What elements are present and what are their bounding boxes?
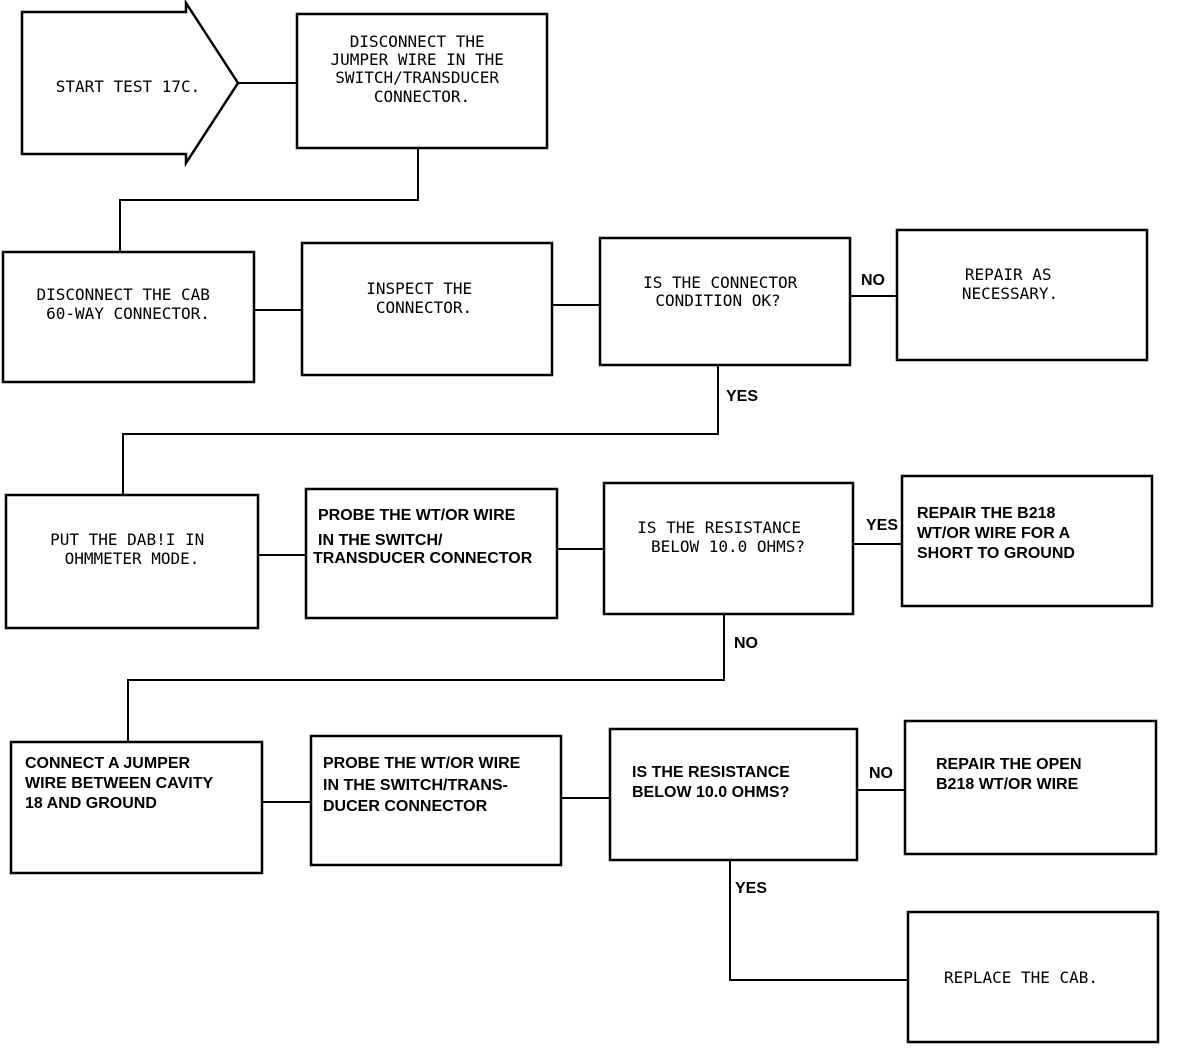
box-disconnect-cab-label: DISCONNECT THE CAB 60-WAY CONNECTOR.	[36, 285, 219, 323]
box-repair-necessary-line-2: NECESSARY.	[962, 284, 1058, 303]
box-replace-cab: REPLACE THE CAB.	[906, 910, 1160, 1044]
box-repair-open-label: REPAIR THE OPEN B218 WT/OR WIRE	[936, 756, 1086, 793]
box-connect-jumper-line-3: 18 AND GROUND	[25, 795, 157, 812]
decision-connector-ok-line-1: IS THE CONNECTOR	[643, 273, 797, 292]
decision-resistance-2: IS THE RESISTANCE BELOW 10.0 OHMS?	[608, 727, 859, 862]
start-label: START TEST 17C.	[56, 77, 201, 96]
decision-resistance-1: IS THE RESISTANCE BELOW 10.0 OHMS?	[602, 481, 855, 616]
box-repair-necessary: REPAIR AS NECESSARY.	[895, 228, 1149, 362]
edge-label-res2-no: NO	[869, 765, 893, 782]
box-disconnect-jumper-label: DISCONNECT THE JUMPER WIRE IN THE SWITCH…	[330, 32, 513, 106]
box-repair-necessary-line-1: REPAIR AS	[965, 265, 1052, 284]
box-replace-cab-rect	[906, 910, 1160, 1044]
box-disconnect-jumper-line-1: DISCONNECT THE	[350, 32, 485, 51]
connector-yes-to-replace	[729, 860, 908, 981]
decision-resistance-1-rect	[602, 481, 855, 616]
connectors	[119, 82, 908, 981]
decision-resistance-2-label: IS THE RESISTANCE BELOW 10.0 OHMS?	[632, 764, 794, 801]
box-disconnect-jumper-line-3: SWITCH/TRANSDUCER	[335, 68, 499, 87]
decision-resistance-1-label: IS THE RESISTANCE BELOW 10.0 OHMS?	[637, 518, 810, 556]
box-connect-jumper-line-1: CONNECT A JUMPER	[25, 755, 190, 772]
box-put-dabii-line-2: OHMMETER MODE.	[65, 549, 200, 568]
box-repair-short-rect	[900, 474, 1154, 608]
box-disconnect-jumper-line-2: JUMPER WIRE IN THE	[330, 50, 503, 69]
decision-connector-ok-label: IS THE CONNECTOR CONDITION OK?	[643, 273, 807, 310]
edge-label-res1-yes: YES	[866, 517, 898, 534]
edge-labels: NO YES YES NO NO YES	[726, 272, 898, 897]
box-put-dabii: PUT THE DAB!I IN OHMMETER MODE.	[4, 493, 260, 630]
box-put-dabii-rect	[4, 493, 260, 630]
connector-no-to-jumper	[127, 614, 725, 742]
box-disconnect-cab-line-2: 60-WAY CONNECTOR.	[46, 304, 210, 323]
connector-jumper-to-cab	[119, 148, 419, 252]
box-put-dabii-line-1: PUT THE DAB!I IN	[50, 530, 204, 549]
box-connect-jumper: CONNECT A JUMPER WIRE BETWEEN CAVITY 18 …	[9, 740, 264, 875]
box-probe-wire-2-line-2: IN THE SWITCH/TRANS-	[323, 777, 508, 794]
box-repair-short-label: REPAIR THE B218 WT/OR WIRE FOR A SHORT T…	[917, 505, 1075, 562]
box-repair-open-rect	[903, 719, 1158, 856]
box-probe-wire-1-line-1: PROBE THE WT/OR WIRE	[318, 507, 516, 524]
box-probe-wire-2: PROBE THE WT/OR WIRE IN THE SWITCH/TRANS…	[309, 734, 563, 867]
edge-label-res1-no: NO	[734, 635, 758, 652]
box-inspect-connector: INSPECT THE CONNECTOR.	[300, 241, 554, 377]
box-disconnect-cab-line-1: DISCONNECT THE CAB	[36, 285, 209, 304]
box-disconnect-cab-rect	[1, 250, 256, 384]
box-repair-short-line-1: REPAIR THE B218	[917, 505, 1056, 522]
start-label-line: START TEST 17C.	[56, 77, 201, 96]
box-put-dabii-label: PUT THE DAB!I IN OHMMETER MODE.	[50, 530, 214, 568]
box-connect-jumper-rect	[9, 740, 264, 875]
box-probe-wire-2-label: PROBE THE WT/OR WIRE IN THE SWITCH/TRANS…	[323, 755, 525, 815]
box-probe-wire-1: PROBE THE WT/OR WIRE IN THE SWITCH/ TRAN…	[304, 487, 559, 620]
start-arrow-shape	[20, 0, 240, 168]
box-disconnect-jumper-rect	[295, 12, 549, 150]
box-repair-short-line-2: WT/OR WIRE FOR A	[917, 525, 1071, 542]
connector-yes-to-dabii	[122, 365, 719, 495]
box-probe-wire-1-line-3: TRANSDUCER CONNECTOR	[313, 550, 533, 567]
box-inspect-connector-rect	[300, 241, 554, 377]
edge-label-res2-yes: YES	[735, 880, 767, 897]
box-connect-jumper-line-2: WIRE BETWEEN CAVITY	[25, 775, 213, 792]
box-repair-open: REPAIR THE OPEN B218 WT/OR WIRE	[903, 719, 1158, 856]
edge-label-connector-yes: YES	[726, 388, 758, 405]
box-probe-wire-1-line-2: IN THE SWITCH/	[318, 532, 443, 549]
edge-label-connector-no: NO	[861, 272, 885, 289]
decision-resistance-1-line-2: BELOW 10.0 OHMS?	[651, 537, 805, 556]
box-probe-wire-2-line-1: PROBE THE WT/OR WIRE	[323, 755, 521, 772]
box-repair-necessary-rect	[895, 228, 1149, 362]
decision-connector-ok-rect	[598, 236, 852, 367]
box-probe-wire-1-rect	[304, 487, 559, 620]
box-inspect-connector-line-2: CONNECTOR.	[376, 298, 472, 317]
box-repair-open-line-1: REPAIR THE OPEN	[936, 756, 1082, 773]
box-repair-short: REPAIR THE B218 WT/OR WIRE FOR A SHORT T…	[900, 474, 1154, 608]
box-replace-cab-line-1: REPLACE THE CAB.	[944, 968, 1098, 987]
box-disconnect-jumper-line-4: CONNECTOR.	[374, 87, 470, 106]
box-repair-open-line-2: B218 WT/OR WIRE	[936, 776, 1079, 793]
box-replace-cab-label: REPLACE THE CAB.	[944, 968, 1098, 987]
decision-resistance-2-line-2: BELOW 10.0 OHMS?	[632, 784, 789, 801]
box-probe-wire-1-label: PROBE THE WT/OR WIRE IN THE SWITCH/ TRAN…	[313, 507, 533, 567]
box-repair-short-line-3: SHORT TO GROUND	[917, 545, 1075, 562]
decision-connector-ok-line-2: CONDITION OK?	[655, 291, 780, 310]
start-node: START TEST 17C.	[20, 0, 240, 168]
box-repair-necessary-label: REPAIR AS NECESSARY.	[962, 265, 1061, 303]
box-inspect-connector-label: INSPECT THE CONNECTOR.	[366, 279, 482, 317]
box-connect-jumper-label: CONNECT A JUMPER WIRE BETWEEN CAVITY 18 …	[25, 755, 217, 812]
decision-resistance-2-line-1: IS THE RESISTANCE	[632, 764, 790, 781]
box-disconnect-cab: DISCONNECT THE CAB 60-WAY CONNECTOR.	[1, 250, 256, 384]
decision-resistance-1-line-1: IS THE RESISTANCE	[637, 518, 801, 537]
decision-resistance-2-rect	[608, 727, 859, 862]
box-probe-wire-2-rect	[309, 734, 563, 867]
box-disconnect-jumper: DISCONNECT THE JUMPER WIRE IN THE SWITCH…	[295, 12, 549, 150]
box-inspect-connector-line-1: INSPECT THE	[366, 279, 472, 298]
decision-connector-ok: IS THE CONNECTOR CONDITION OK?	[598, 236, 852, 367]
box-probe-wire-2-line-3: DUCER CONNECTOR	[323, 798, 488, 815]
